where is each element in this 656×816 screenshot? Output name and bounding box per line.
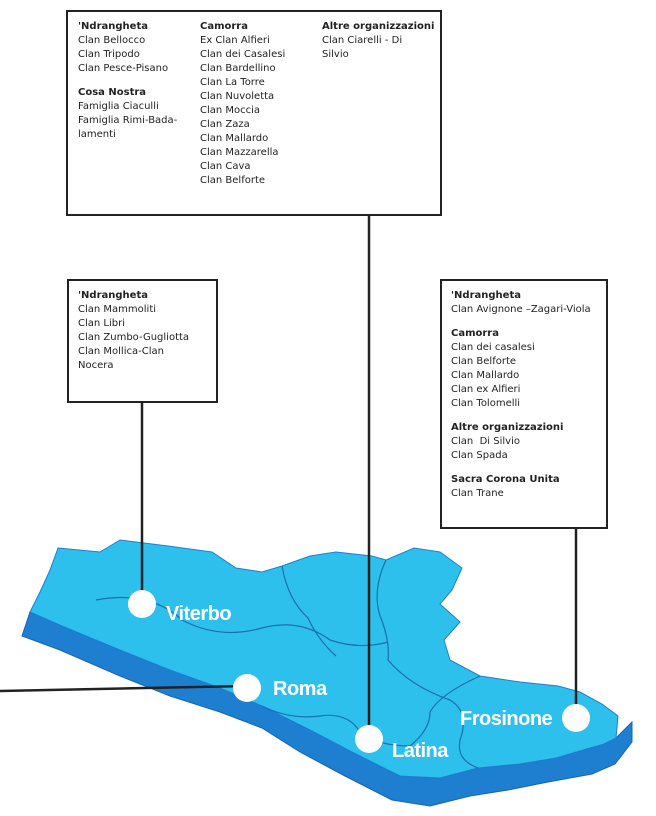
clan-name: Clan Belforte: [200, 175, 266, 186]
clan-name: Clan dei Casalesi: [200, 49, 286, 60]
clan-name: Clan dei casalesi: [451, 342, 535, 353]
clan-name: Clan Moccia: [200, 105, 261, 116]
clan-name: Clan Bellocco: [78, 35, 146, 46]
clan-name: Silvio: [322, 49, 349, 60]
group-heading: Altre organizzazioni: [322, 21, 435, 32]
clan-name: Ex Clan Alfieri: [200, 35, 270, 46]
clan-name: Clan La Torre: [200, 77, 265, 88]
clan-name: Clan Mallardo: [451, 370, 520, 381]
frosinone-marker[interactable]: [562, 704, 590, 732]
clan-name: Clan Tripodo: [78, 49, 140, 60]
clan-name: Clan Ciarelli - Di: [322, 35, 403, 46]
clan-name: Clan Zaza: [200, 119, 250, 130]
group-heading: Cosa Nostra: [78, 87, 147, 98]
group-heading: Altre organizzazioni: [451, 422, 564, 433]
viterbo-label: Viterbo: [166, 603, 232, 625]
province-borders: [95, 559, 481, 769]
clan-name: Clan Nuvoletta: [200, 91, 275, 102]
clan-name: Clan Spada: [451, 450, 508, 461]
group-heading: 'Ndrangheta: [78, 290, 148, 301]
clan-name: Clan Mammoliti: [78, 304, 157, 315]
region-surface: [29, 539, 619, 779]
leader-line-roma: [0, 684, 247, 693]
latina-marker[interactable]: [355, 725, 383, 753]
clan-name: Famiglia Ciaculli: [78, 101, 159, 112]
group-heading: Sacra Corona Unita: [451, 474, 560, 485]
clan-name: lamenti: [78, 129, 116, 140]
clan-name: Clan Bardellino: [200, 63, 276, 74]
clan-name: Clan Avignone –Zagari-Viola: [451, 304, 591, 315]
clan-name: Clan Cava: [200, 161, 251, 172]
clan-name: Clan Belforte: [451, 356, 517, 367]
group-heading: Camorra: [200, 21, 248, 32]
clan-name: Clan Tolomelli: [451, 398, 521, 409]
clan-name: Clan Mollica-Clan: [78, 346, 164, 357]
group-heading: 'Ndrangheta: [78, 21, 148, 32]
clan-name: Clan Pesce-Pisano: [78, 63, 169, 74]
clan-name: Clan Trane: [451, 488, 504, 499]
clan-name: Clan Mazzarella: [200, 147, 279, 158]
clan-name: Clan Di Silvio: [451, 436, 520, 447]
group-heading: 'Ndrangheta: [451, 290, 521, 301]
group-heading: Camorra: [451, 328, 499, 339]
clan-name: Clan Libri: [78, 318, 125, 329]
roma-label: Roma: [273, 678, 327, 700]
clan-name: Clan Mallardo: [200, 133, 269, 144]
roma-marker[interactable]: [233, 674, 261, 702]
viterbo-marker[interactable]: [128, 590, 156, 618]
clan-name: Famiglia Rimi-Bada-: [78, 115, 178, 126]
clan-name: Nocera: [78, 360, 114, 371]
frosinone-label: Frosinone: [460, 708, 553, 730]
clan-name: Clan ex Alfieri: [451, 384, 521, 395]
clan-name: Clan Zumbo-Gugliotta: [78, 332, 190, 343]
latina-label: Latina: [392, 740, 448, 762]
